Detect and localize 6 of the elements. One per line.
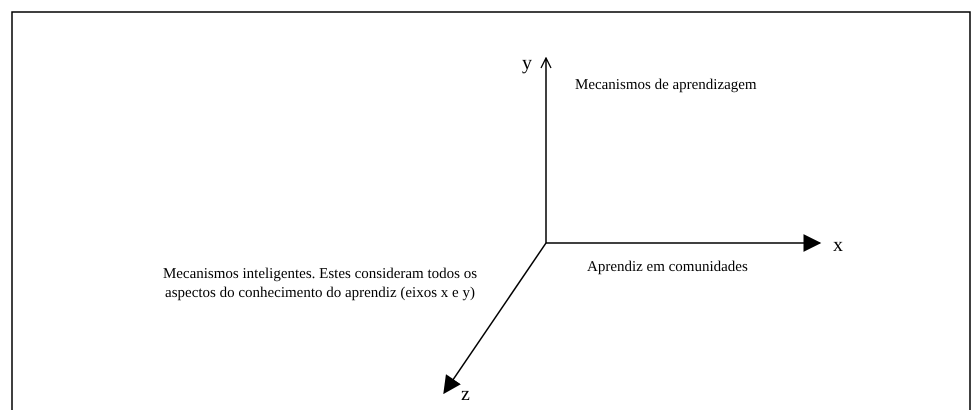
- axis-caption: Mecanismos de aprendizagem: [575, 76, 757, 95]
- axis-caption: Mecanismos inteligentes. Estes consideram todos os aspectos do conhecimento do aprendiz (eixos x e y): [162, 265, 478, 303]
- axis-label: x: [833, 234, 843, 256]
- axis-label: y: [522, 52, 532, 74]
- axis-caption: Aprendiz em comunidades: [587, 258, 748, 277]
- axis-label: z: [461, 383, 470, 405]
